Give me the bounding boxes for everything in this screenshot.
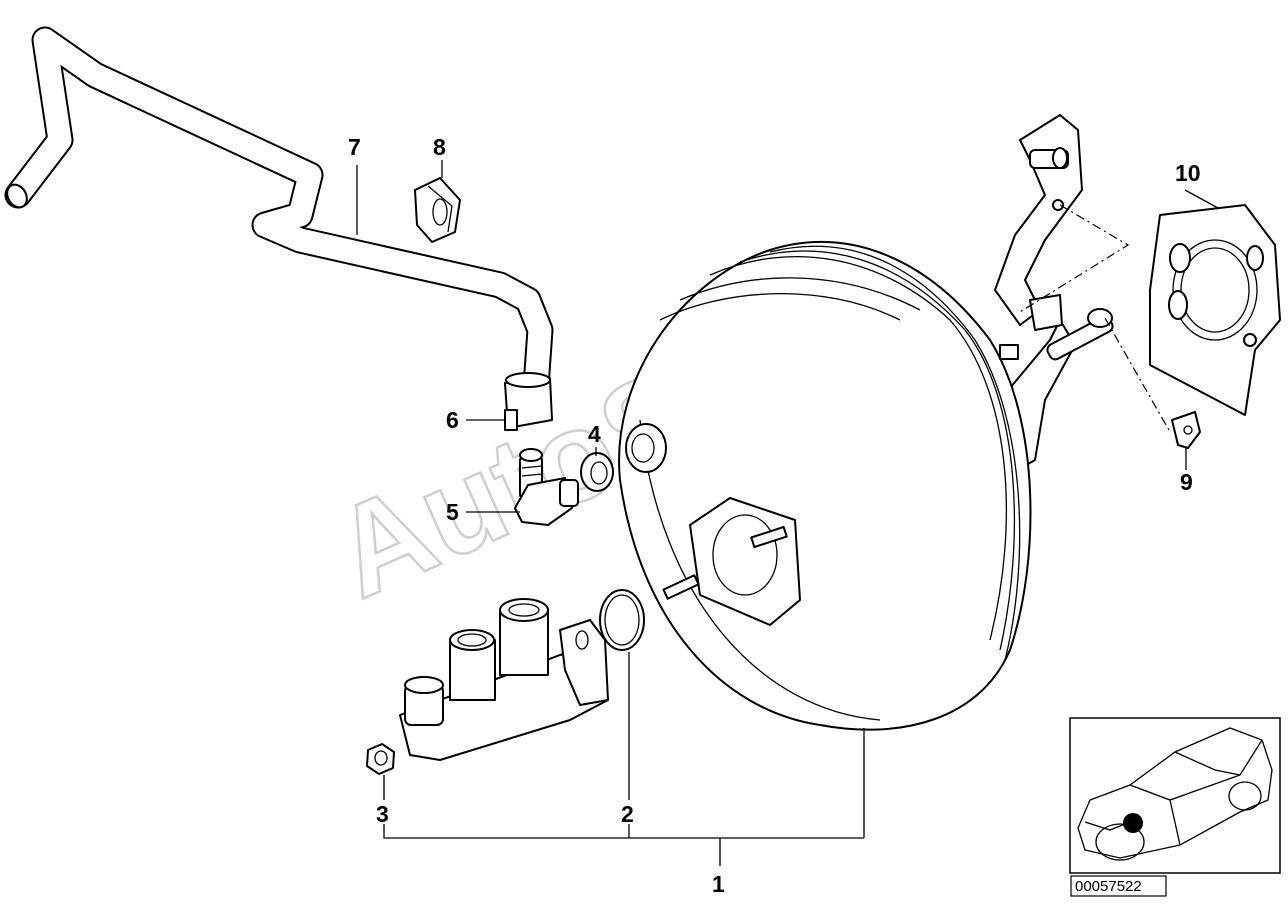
retaining-clip[interactable]: [1171, 411, 1201, 449]
callout-3: 3: [376, 801, 389, 827]
reference-number-box: 00057522: [1070, 875, 1167, 897]
callout-6: 6: [446, 407, 459, 433]
callout-9: 9: [1180, 469, 1193, 495]
location-marker: [1123, 813, 1143, 833]
hose-clamp[interactable]: [504, 372, 553, 431]
reference-number: 00057522: [1075, 878, 1142, 895]
callout-8: 8: [433, 134, 446, 160]
callout-labels: 1 2 3 4 5 6 7 8 9 10: [348, 134, 1201, 897]
check-valve[interactable]: [514, 448, 579, 526]
hex-nut[interactable]: [366, 743, 395, 775]
master-cylinder[interactable]: [399, 598, 609, 761]
brake-pedal-arm[interactable]: [994, 114, 1083, 331]
callout-7: 7: [348, 134, 361, 160]
alignment-lines: [1019, 204, 1171, 433]
o-ring[interactable]: [599, 589, 645, 651]
leader-lines: [356, 160, 1219, 866]
callout-4: 4: [588, 421, 601, 447]
callout-10: 10: [1175, 160, 1201, 186]
valve-grommet[interactable]: [580, 452, 614, 492]
callout-5: 5: [446, 499, 459, 525]
gasket[interactable]: [1149, 204, 1281, 416]
vehicle-locator-inset: [1069, 717, 1281, 874]
grommet[interactable]: [414, 177, 461, 243]
callout-2: 2: [621, 801, 634, 827]
callout-1: 1: [712, 871, 725, 897]
brake-booster[interactable]: [618, 241, 1115, 731]
vacuum-hose[interactable]: [3, 26, 554, 414]
